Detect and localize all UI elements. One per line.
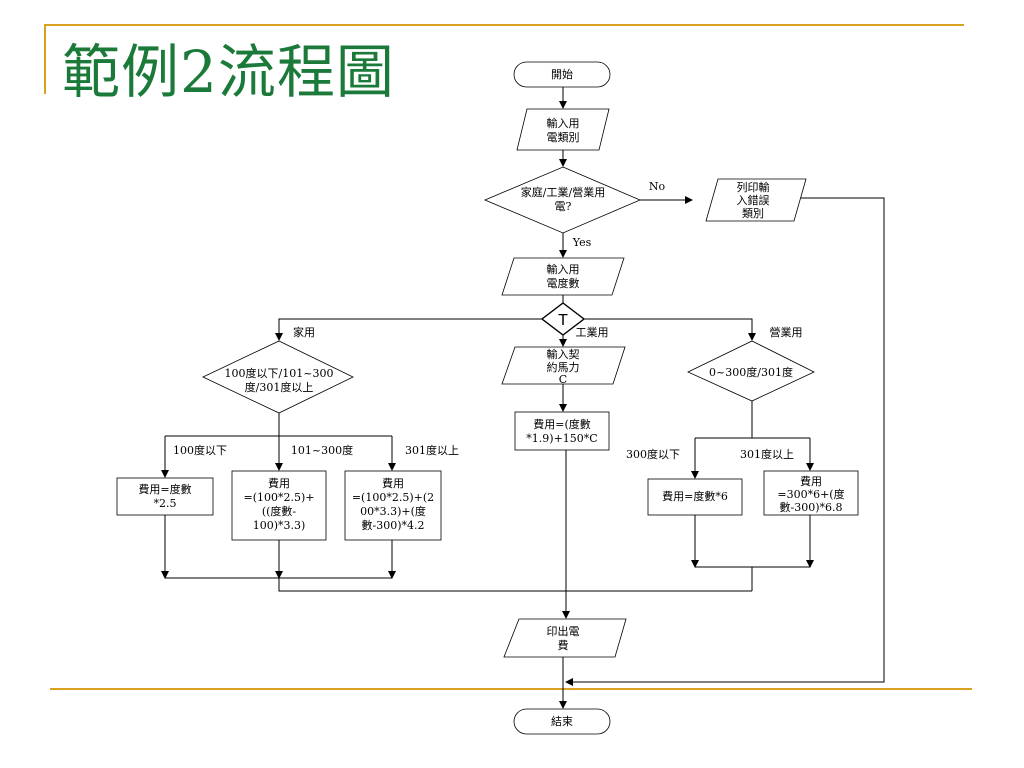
input-degree-label: 輸入用 xyxy=(547,262,580,276)
home-decision-label: 度/301度以上 xyxy=(245,380,314,394)
home-fee-3-label: 費用 xyxy=(382,476,404,490)
industry-fee-label: 費用=(度數 xyxy=(533,417,591,431)
home-fee-2-label: =(100*2.5)+ xyxy=(243,491,314,504)
end-label: 結束 xyxy=(551,714,573,728)
business-fee-2-label: 數-300)*6.8 xyxy=(780,501,843,514)
print-fee-shape xyxy=(503,618,627,658)
connector-t-label: T xyxy=(558,312,568,329)
decision-type-label: 家庭/工業/營業用 xyxy=(521,185,605,199)
edge-error-return xyxy=(565,197,885,686)
industry-input-label: C xyxy=(559,373,567,386)
home-fee-3-label: 00*3.3)+(度 xyxy=(360,504,426,518)
input-degree-shape xyxy=(501,257,625,296)
top-rule xyxy=(44,24,964,26)
edge-home-to-print xyxy=(278,578,752,592)
end-terminal xyxy=(513,708,611,735)
home-fee-3-label: 數-300)*4.2 xyxy=(362,519,425,532)
home-cond-2-label: 101~300度 xyxy=(291,443,353,457)
slide-title: 範例2流程圖 xyxy=(62,38,395,106)
connectors xyxy=(161,87,885,709)
home-fee-2-label: 100)*3.3) xyxy=(253,519,306,532)
home-fee-2-label: ((度數- xyxy=(262,504,297,518)
business-fee-2-label: =300*6+(度 xyxy=(777,487,844,501)
input-type-label: 輸入用 xyxy=(547,116,580,130)
input-type-label: 電類別 xyxy=(547,131,580,144)
shapes xyxy=(116,61,859,735)
input-type-shape xyxy=(516,108,610,151)
edge-branch-home xyxy=(275,318,546,341)
home-fee-2-box xyxy=(231,470,327,541)
home-fee-2-label: 費用 xyxy=(268,476,290,490)
business-fee-2-box xyxy=(763,470,859,516)
industry-fee-box xyxy=(514,411,610,451)
labels: 開始 輸入用 電類別 家庭/工業/營業用 電? No Yes 列印輸 入錯誤 類… xyxy=(138,67,844,728)
print-fee-label: 印出電 xyxy=(547,624,580,638)
no-label: No xyxy=(649,180,666,193)
connector-t-shape xyxy=(540,302,586,336)
business-cond-1-label: 300度以下 xyxy=(626,447,680,461)
business-decision-shape xyxy=(687,340,815,402)
industry-input-label: 輸入契 xyxy=(547,347,580,361)
error-output-label: 類別 xyxy=(742,207,764,220)
decision-type-label: 電? xyxy=(555,200,572,213)
decision-type-shape xyxy=(483,166,642,234)
start-terminal xyxy=(513,61,611,88)
home-fee-3-label: =(100*2.5)+(2 xyxy=(352,491,434,504)
start-label: 開始 xyxy=(551,67,573,81)
input-degree-label: 電度數 xyxy=(547,276,580,290)
business-fee-1-box xyxy=(647,478,743,516)
business-fee-1-label: 費用=度數*6 xyxy=(662,489,728,503)
bottom-rule xyxy=(50,688,972,690)
edge-branch-business xyxy=(580,318,756,341)
error-output-label: 列印輸 xyxy=(737,180,770,194)
home-fee-1-box xyxy=(116,477,214,516)
home-decision-label: 100度以下/101~300 xyxy=(225,366,334,380)
industry-input-shape xyxy=(501,346,626,385)
title-accent-bar xyxy=(44,24,46,94)
home-fee-1-label: 費用=度數 xyxy=(138,482,191,496)
error-output-shape xyxy=(705,178,807,222)
industry-input-label: 約馬力 xyxy=(547,360,580,374)
business-fee-2-label: 費用 xyxy=(800,474,822,488)
business-decision-label: 0~300度/301度 xyxy=(709,365,793,379)
home-decision-shape xyxy=(202,340,354,414)
error-output-label: 入錯誤 xyxy=(737,193,770,207)
branch-home-label: 家用 xyxy=(293,325,315,339)
home-fee-1-label: *2.5 xyxy=(154,497,177,510)
print-fee-label: 費 xyxy=(558,638,569,652)
yes-label: Yes xyxy=(572,236,592,249)
home-fee-3-box xyxy=(344,470,442,541)
business-cond-2-label: 301度以上 xyxy=(740,447,794,461)
branch-industry-label: 工業用 xyxy=(576,326,609,339)
home-cond-1-label: 100度以下 xyxy=(173,443,227,457)
home-cond-3-label: 301度以上 xyxy=(405,443,459,457)
branch-business-label: 營業用 xyxy=(770,326,803,339)
industry-fee-label: *1.9)+150*C xyxy=(526,432,597,445)
